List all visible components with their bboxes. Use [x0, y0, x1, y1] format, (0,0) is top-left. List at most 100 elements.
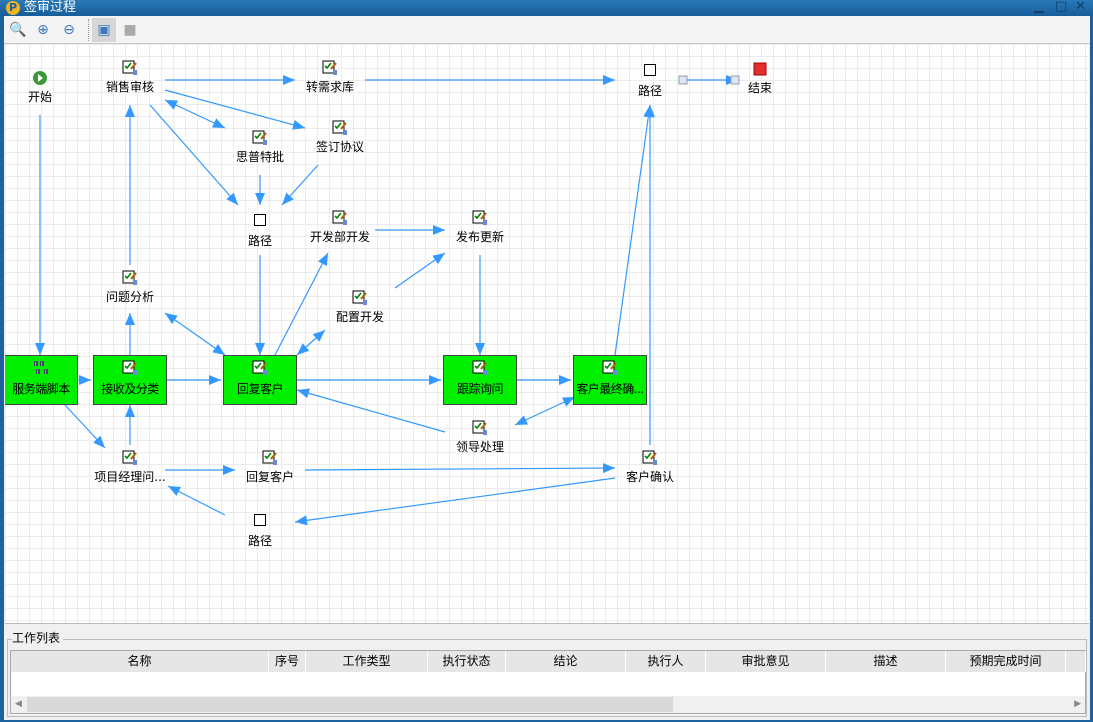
node-analysis[interactable]: 问题分析: [80, 270, 180, 304]
node-leader[interactable]: 领导处理: [430, 420, 530, 454]
node-route-bot[interactable]: 路径: [210, 512, 310, 548]
arrowhead: [255, 343, 265, 355]
column-header[interactable]: [1066, 651, 1086, 672]
horizontal-scrollbar[interactable]: ◀ ▶: [11, 696, 1085, 713]
edges-layer: [35, 75, 740, 526]
arrowhead: [165, 100, 178, 110]
node-route-mid[interactable]: 路径: [210, 212, 310, 248]
task-icon: [642, 450, 658, 466]
arrowhead: [223, 465, 235, 475]
selection-handle[interactable]: [678, 75, 688, 85]
scroll-left-icon[interactable]: ◀: [15, 699, 22, 709]
node-script[interactable]: 服务端脚本: [5, 355, 78, 405]
node-label: 路径: [637, 84, 662, 98]
arrowhead: [212, 118, 225, 128]
node-to-req[interactable]: 转需求库: [280, 60, 380, 94]
title-bar: P 签审过程 ▁ □ ✕: [0, 0, 1093, 16]
edge[interactable]: [614, 104, 651, 356]
arrowhead: [125, 405, 135, 417]
start-icon: [32, 70, 48, 86]
column-header[interactable]: 执行人: [626, 651, 706, 672]
task-icon: [322, 60, 338, 76]
task-icon: [122, 270, 138, 286]
task-icon: [472, 210, 488, 226]
node-label: 回复客户: [236, 382, 284, 396]
column-header[interactable]: 结论: [506, 651, 626, 672]
node-config[interactable]: 配置开发: [310, 290, 410, 324]
column-header[interactable]: 审批意见: [706, 651, 826, 672]
node-label: 客户最终确...: [576, 382, 644, 396]
node-reply[interactable]: 回复客户: [223, 355, 297, 405]
column-header[interactable]: 执行状态: [428, 651, 506, 672]
comment-icon[interactable]: ■: [123, 22, 137, 38]
workflow-canvas[interactable]: 开始销售审核转需求库路径结束思普特批签订协议路径开发部开发发布更新问题分析配置开…: [5, 44, 1089, 624]
node-label: 思普特批: [235, 150, 284, 164]
arrowhead: [35, 343, 45, 355]
edge[interactable]: [296, 389, 446, 433]
zoom-out-icon[interactable]: ⊖: [63, 22, 75, 38]
maximize-button[interactable]: □: [1055, 0, 1068, 14]
task-icon: [252, 130, 268, 146]
route-icon: [252, 214, 268, 230]
arrowhead: [295, 515, 308, 526]
scroll-thumb[interactable]: [27, 697, 673, 712]
edge[interactable]: [304, 467, 616, 471]
zoom-in-icon[interactable]: ⊕: [37, 22, 49, 38]
node-special[interactable]: 思普特批: [210, 130, 310, 164]
node-label: 客户确认: [625, 470, 674, 484]
arrowhead: [212, 344, 225, 355]
app-logo: P: [6, 1, 20, 15]
work-list-group: [7, 639, 1087, 717]
node-label: 配置开发: [335, 310, 384, 324]
route-icon: [252, 514, 268, 530]
edge[interactable]: [294, 477, 616, 523]
column-header[interactable]: 名称: [11, 651, 269, 672]
arrowhead: [125, 105, 135, 117]
node-label: 接收及分类: [101, 382, 159, 396]
node-sign[interactable]: 签订协议: [290, 120, 390, 154]
edge[interactable]: [164, 89, 306, 129]
node-final-confirm[interactable]: 客户最终确...: [573, 355, 647, 405]
arrowhead: [93, 435, 105, 448]
node-sales-review[interactable]: 销售审核: [80, 60, 180, 94]
arrowhead: [318, 253, 328, 266]
edge[interactable]: [149, 104, 239, 206]
node-label: 跟踪询问: [456, 382, 504, 396]
node-receive[interactable]: 接收及分类: [93, 355, 167, 405]
edge[interactable]: [164, 312, 226, 356]
arrowhead: [433, 225, 445, 235]
node-confirm[interactable]: 客户确认: [600, 450, 700, 484]
task-icon: [472, 420, 488, 436]
work-list-title: 工作列表: [12, 631, 64, 645]
selection-handle[interactable]: [730, 75, 740, 85]
scroll-right-icon[interactable]: ▶: [1074, 699, 1081, 709]
node-label: 服务端脚本: [12, 382, 70, 396]
arrowhead: [226, 192, 238, 205]
node-label: 开始: [27, 90, 52, 104]
node-reply2[interactable]: 回复客户: [220, 450, 320, 484]
task-icon: [252, 360, 268, 376]
arrowhead: [429, 375, 441, 385]
column-header[interactable]: 工作类型: [306, 651, 428, 672]
close-button[interactable]: ✕: [1075, 0, 1086, 14]
column-header[interactable]: 序号: [269, 651, 306, 672]
arrowhead: [312, 330, 325, 342]
node-dev[interactable]: 开发部开发: [290, 210, 390, 244]
arrowhead: [562, 397, 575, 407]
node-track[interactable]: 跟踪询问: [443, 355, 517, 405]
arrowhead: [559, 375, 571, 385]
arrowhead: [79, 375, 91, 385]
minimize-button[interactable]: ▁: [1034, 0, 1044, 14]
edge[interactable]: [274, 252, 329, 356]
node-release[interactable]: 发布更新: [430, 210, 530, 244]
select-icon[interactable]: ▣: [92, 18, 116, 42]
task-icon: [472, 360, 488, 376]
node-start[interactable]: 开始: [5, 70, 90, 104]
zoom-fit-icon[interactable]: 🔍: [9, 22, 27, 38]
node-route-top[interactable]: 路径: [600, 62, 700, 98]
node-pm[interactable]: 项目经理问...: [80, 450, 180, 484]
end-icon: [752, 61, 768, 77]
column-header[interactable]: 预期完成时间: [946, 651, 1066, 672]
node-end[interactable]: 结束: [710, 61, 810, 95]
column-header[interactable]: 描述: [826, 651, 946, 672]
